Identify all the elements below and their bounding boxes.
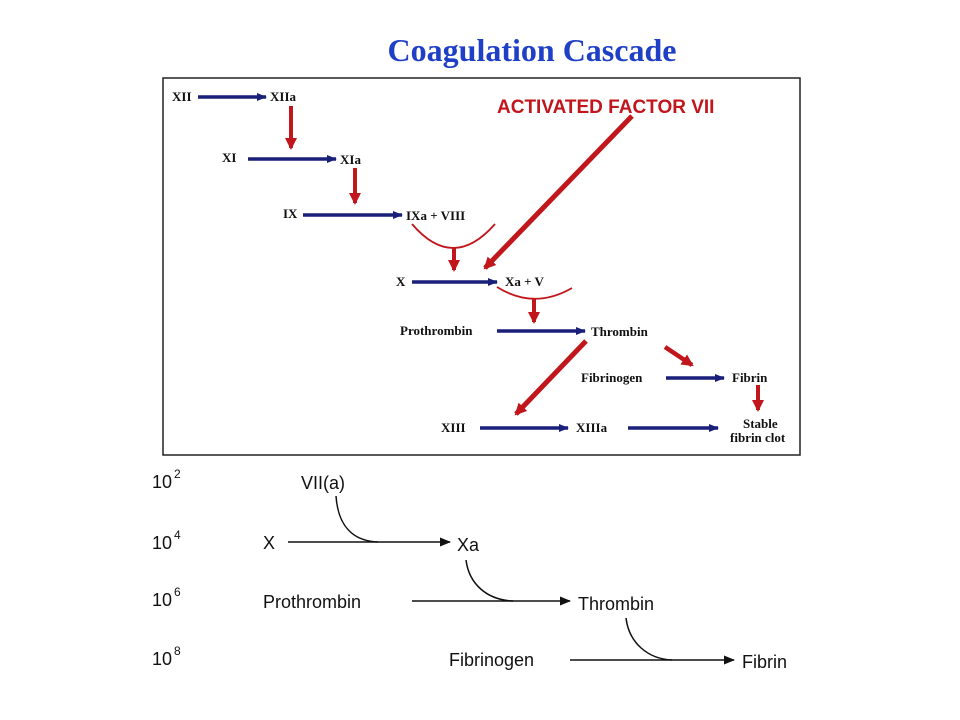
activated-factor-vii-label: ACTIVATED FACTOR VII [497,97,714,118]
red-arrow-activated-vii [483,114,634,270]
level-4-base: 10 [152,649,172,669]
amp-curve-viia [335,495,379,543]
level-2-base: 10 [152,533,172,553]
amp-node-fibrinogen: Fibrinogen [449,650,534,670]
red-arrow-thrombin-fibrinogen [663,345,694,367]
amplification-scale: 10 2 10 4 10 6 10 8 [152,467,181,669]
level-4-exp: 8 [174,644,181,658]
node-xiia: XIIa [270,89,297,104]
level-1-base: 10 [152,472,172,492]
level-3-base: 10 [152,590,172,610]
node-xa-v: Xa + V [505,274,545,289]
node-x: X [396,274,406,289]
amp-node-thrombin: Thrombin [578,594,654,614]
node-xiii: XIII [441,420,466,435]
cascade-frame [162,77,801,456]
amp-node-xa: Xa [457,535,480,555]
amp-curve-xa [465,559,514,602]
node-xii: XII [172,89,192,104]
amp-node-x: X [263,533,275,553]
node-stable-line2: fibrin clot [730,430,786,445]
node-xia: XIa [340,152,361,167]
node-ix: IX [283,206,298,221]
amp-curve-thrombin [625,617,673,661]
node-prothrombin: Prothrombin [400,323,473,338]
node-xi: XI [222,150,236,165]
node-xiiia: XIIIa [576,420,608,435]
level-1-exp: 2 [174,467,181,481]
red-arc-xa-v [496,286,573,300]
red-arrow-thrombin-xiii [514,339,588,416]
amp-node-prothrombin: Prothrombin [263,592,361,612]
amp-node-viia: VII(a) [301,473,345,493]
node-stable-line1: Stable [743,416,778,431]
node-ixa-viii: IXa + VIII [406,208,465,223]
level-3-exp: 6 [174,585,181,599]
node-thrombin: Thrombin [591,324,649,339]
level-2-exp: 4 [174,528,181,542]
amp-node-fibrin: Fibrin [742,652,787,672]
node-fibrin: Fibrin [732,370,768,385]
slide-title: Coagulation Cascade [387,32,677,68]
node-fibrinogen: Fibrinogen [581,370,643,385]
